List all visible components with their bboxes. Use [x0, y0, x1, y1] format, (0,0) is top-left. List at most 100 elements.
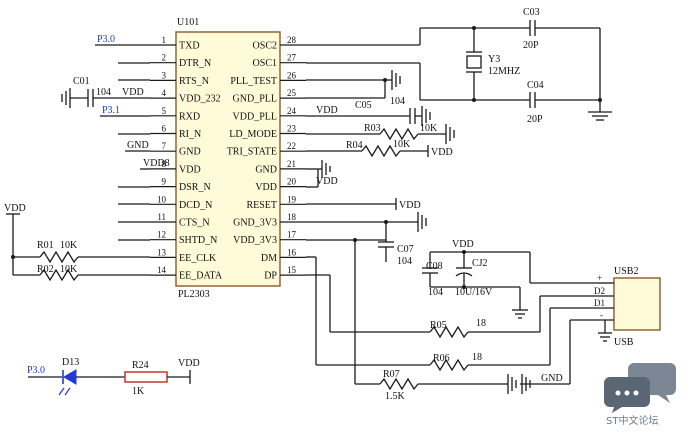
ic-pin-label: TRI_STATE — [227, 147, 277, 158]
usb-pin-plus: + — [597, 273, 602, 283]
c03-value: 20P — [523, 40, 539, 51]
ic-pin-number: 22 — [287, 141, 296, 151]
net-label-p30-led: P3.0 — [27, 365, 45, 376]
r04-resistor: R04 10K VDD — [306, 139, 453, 158]
y3-value: 12MHZ — [488, 66, 520, 77]
cj2-value: 10U/16V — [455, 287, 493, 298]
r24-ref: R24 — [132, 360, 149, 371]
ic-pin-label: EE_DATA — [179, 271, 223, 282]
net-label-vdd-pll: VDD — [316, 105, 338, 116]
net-label-p31: P3.1 — [102, 105, 120, 116]
cj2-ref: CJ2 — [472, 258, 488, 269]
chat-bubbles-icon — [604, 363, 676, 413]
r07-resistor: R07 1.5K — [379, 369, 508, 402]
net-gnd-pin7: GND — [125, 140, 150, 152]
ic-pin-label: DSR_N — [179, 182, 211, 193]
ic-pin-number: 14 — [157, 265, 167, 275]
ic-pin-number: 10 — [157, 194, 167, 204]
c07-value: 104 — [397, 256, 412, 267]
r24-body — [124, 371, 168, 383]
usb-pin-minus: - — [600, 310, 603, 320]
r07-value: 1.5K — [385, 391, 406, 402]
usb-name: USB — [614, 337, 634, 348]
ic-pin-label: GND — [179, 147, 201, 158]
ic-pin-label: EE_CLK — [179, 253, 217, 264]
net-label-vdd-usb: VDD — [452, 239, 474, 250]
ic-pin-number: 4 — [162, 88, 167, 98]
ic-pin-label: OSC1 — [253, 58, 277, 69]
net-dp — [306, 238, 430, 385]
r03-ref: R03 — [364, 123, 381, 134]
ic-pin-number: 25 — [287, 88, 297, 98]
c01-ref: C01 — [73, 76, 90, 87]
ic-pin-number: 8 — [162, 159, 167, 169]
ic-pin-label: VDD_PLL — [233, 111, 277, 122]
c07-capacitor: C07 104 — [306, 222, 414, 267]
ic-right-pins: 28OSC227OSC126PLL_TEST25GND_PLL24VDD_PLL… — [227, 35, 306, 282]
net-label-vdd-left: VDD — [4, 203, 26, 214]
ic-pin-label: GND_3V3 — [233, 218, 277, 229]
watermark-label: ST中文论坛 — [606, 416, 659, 427]
net-pll-gnd — [306, 70, 401, 99]
r24-value: 1K — [132, 386, 145, 397]
ic-pin-label: VDD — [255, 182, 277, 193]
net-label-gnd-bottom: GND — [541, 373, 563, 384]
ic-pin-number: 2 — [162, 53, 167, 63]
net-label-vdd-r04: VDD — [431, 147, 453, 158]
ic-pin-label: DP — [264, 271, 277, 282]
crystal-ground — [588, 28, 612, 121]
r01-resistor: R01 10K — [37, 240, 150, 264]
usb-pin-d1: D1 — [594, 298, 605, 308]
r03-value: 10K — [420, 123, 438, 134]
usb-body — [613, 277, 661, 331]
ic-left-pins: 1TXD2DTR_N3RTS_N4VDD_2325RXD6RI_N7GND8VD… — [150, 35, 223, 282]
r05-ref: R05 — [430, 320, 447, 331]
c01-capacitor: C01 104 VDD — [61, 76, 150, 108]
net-p31-rxd: P3.1 — [100, 105, 150, 117]
ic-pin-label: DCD_N — [179, 200, 212, 211]
c03-capacitor: C03 20P — [523, 7, 600, 51]
ic-pin-number: 13 — [157, 247, 167, 257]
net-label-vdd-232: VDD — [122, 87, 144, 98]
c03-ref: C03 — [523, 7, 540, 18]
ic-pin-label: TXD — [179, 41, 200, 52]
ic-pin-label: VDD — [179, 164, 201, 175]
vdd-pullup-net: VDD — [4, 203, 40, 276]
ic-pin-number: 5 — [162, 106, 167, 116]
r06-ref: R06 — [433, 353, 450, 364]
net-gnd-3v3 — [306, 212, 427, 232]
y3-ref: Y3 — [488, 54, 500, 65]
c05-capacitor: VDD C05 104 — [306, 96, 431, 126]
r06-resistor: R06 18 — [429, 352, 550, 372]
c08-ref: C08 — [426, 261, 443, 272]
led-d13-circuit: P3.0 D13 R24 1K VDD — [27, 357, 200, 397]
ic-pin-number: 20 — [287, 177, 297, 187]
c05-value: 104 — [390, 96, 405, 107]
ic-pin-number: 21 — [287, 159, 296, 169]
r04-value: 10K — [393, 139, 411, 150]
net-dm — [306, 256, 430, 366]
ic-pin-label: LD_MODE — [229, 129, 277, 140]
ic-pin-number: 6 — [162, 124, 167, 134]
r04-ref: R04 — [346, 140, 363, 151]
ic-pin-label: DM — [261, 253, 277, 264]
net-label-p30: P3.0 — [97, 34, 115, 45]
net-gnd-vdd-21-20: VDD — [306, 160, 338, 188]
ic-pin-number: 28 — [287, 35, 297, 45]
ic-pin-number: 19 — [287, 194, 297, 204]
c07-ref: C07 — [397, 244, 414, 255]
ic-pin-label: OSC2 — [253, 41, 277, 52]
net-reset-vdd: VDD — [306, 198, 421, 211]
c01-value: 104 — [96, 87, 111, 98]
ic-pin-label: RI_N — [179, 129, 201, 140]
ic-pin-number: 27 — [287, 53, 297, 63]
r02-resistor: R02 10K — [37, 264, 150, 282]
d13-ref: D13 — [62, 357, 79, 368]
net-label-vdd8: VDD8 — [143, 158, 170, 169]
r03-resistor: R03 10K — [306, 123, 455, 144]
ic-pin-label: RESET — [246, 200, 277, 211]
ic-pin-number: 16 — [287, 247, 297, 257]
usb-connector: USB2 USB + D2 D1 - — [539, 266, 661, 384]
ic-pin-label: PLL_TEST — [230, 76, 277, 87]
